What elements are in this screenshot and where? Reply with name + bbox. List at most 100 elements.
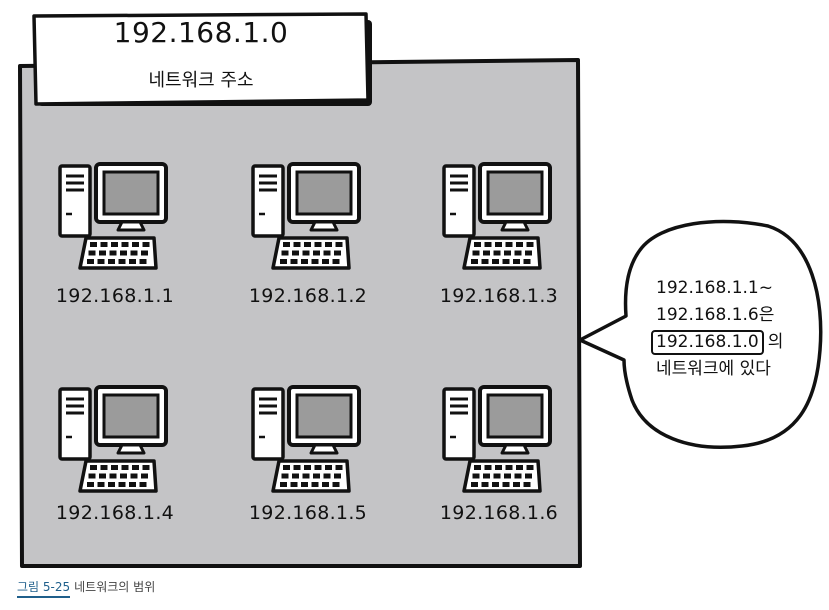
keyboard-key xyxy=(90,242,97,247)
keyboard-key xyxy=(141,250,148,256)
computer-ip-label: 192.168.1.1 xyxy=(55,285,175,307)
monitor-stand xyxy=(116,443,146,455)
keyboard-key xyxy=(281,250,289,256)
keyboard-key xyxy=(505,242,513,247)
keyboard-key xyxy=(120,250,127,256)
keyboard-key xyxy=(132,242,139,247)
keyboard-key xyxy=(323,250,331,256)
keyboard-key xyxy=(142,242,150,247)
keyboard-key xyxy=(97,259,105,264)
keyboard-key xyxy=(111,465,118,470)
keyboard-key xyxy=(516,465,523,470)
monitor-screen xyxy=(486,393,544,439)
monitor-stand xyxy=(309,443,339,455)
keyboard-key xyxy=(311,259,319,264)
bubble-line-3-suffix: 의 xyxy=(767,332,784,352)
keyboard-key xyxy=(90,465,97,470)
keyboard-key xyxy=(120,473,127,479)
keyboard-key xyxy=(335,465,343,470)
keyboard-key xyxy=(332,482,340,487)
keyboard-key xyxy=(301,259,308,264)
keyboard-key xyxy=(302,250,310,256)
computer-icon xyxy=(58,385,168,493)
keyboard-key xyxy=(334,473,341,479)
keyboard-key xyxy=(108,482,115,487)
keyboard-key xyxy=(111,242,118,247)
keyboard-key xyxy=(283,242,290,247)
keyboard-key xyxy=(314,465,322,470)
computer-icon xyxy=(442,162,552,270)
keyboard-key xyxy=(325,465,332,470)
computer-ip-label: 192.168.1.4 xyxy=(55,502,175,524)
keyboard-key xyxy=(525,473,532,479)
keyboard-key xyxy=(483,473,490,479)
keyboard-key xyxy=(525,250,532,256)
keyboard-key xyxy=(97,482,105,487)
keyboard-key xyxy=(280,259,287,264)
keyboard-key xyxy=(504,473,511,479)
keyboard-key xyxy=(471,259,478,264)
keyboard-key xyxy=(100,242,108,247)
keyboard-key xyxy=(311,482,319,487)
keyboard-key xyxy=(87,482,94,487)
keyboard-key xyxy=(495,242,502,247)
computer-ip-label: 192.168.1.6 xyxy=(439,502,559,524)
monitor-screen xyxy=(102,393,160,439)
keyboard-key xyxy=(502,482,510,487)
keyboard-key xyxy=(502,259,510,264)
keyboard-key xyxy=(139,259,147,264)
monitor-screen xyxy=(295,170,353,216)
keyboard-key xyxy=(505,465,513,470)
keyboard-key xyxy=(100,465,108,470)
keyboard-key xyxy=(492,259,499,264)
computer-icon xyxy=(58,162,168,270)
keyboard-key xyxy=(129,259,136,264)
monitor-stand xyxy=(309,220,339,232)
keyboard-key xyxy=(523,482,531,487)
keyboard-key xyxy=(293,465,301,470)
keyboard-key xyxy=(118,259,126,264)
keyboard-key xyxy=(484,465,492,470)
monitor-screen xyxy=(102,170,160,216)
keyboard-key xyxy=(526,465,534,470)
monitor-screen xyxy=(486,170,544,216)
computer-icon xyxy=(251,385,361,493)
keyboard-key xyxy=(495,465,502,470)
keyboard-key xyxy=(292,473,299,479)
keyboard-key xyxy=(504,250,511,256)
computer-ip-label: 192.168.1.3 xyxy=(439,285,559,307)
keyboard-key xyxy=(492,482,499,487)
keyboard-key xyxy=(129,482,136,487)
bubble-line-2: 192.168.1.6은 xyxy=(656,305,775,325)
keyboard-key xyxy=(322,482,329,487)
keyboard-key xyxy=(121,465,129,470)
figure-number: 그림 5-25 xyxy=(17,580,71,598)
keyboard-key xyxy=(332,259,340,264)
speech-bubble xyxy=(578,219,823,449)
keyboard-key xyxy=(514,473,522,479)
keyboard-key xyxy=(323,473,331,479)
keyboard-key xyxy=(132,465,139,470)
keyboard-key xyxy=(493,250,501,256)
keyboard-key xyxy=(130,473,138,479)
keyboard-key xyxy=(280,482,287,487)
keyboard-key xyxy=(313,473,320,479)
network-address-subtitle: 네트워크 주소 xyxy=(148,70,254,91)
keyboard-key xyxy=(283,465,290,470)
boxed-network-address: 192.168.1.0 xyxy=(651,330,764,355)
keyboard-key xyxy=(313,250,320,256)
computer-ip-label: 192.168.1.2 xyxy=(248,285,368,307)
title-box xyxy=(32,12,370,106)
keyboard-key xyxy=(302,473,310,479)
computer-icon xyxy=(442,385,552,493)
monitor-stand xyxy=(116,220,146,232)
keyboard-key xyxy=(481,259,489,264)
computers-layer xyxy=(58,162,552,493)
keyboard-key xyxy=(523,259,531,264)
keyboard-key xyxy=(88,473,96,479)
computer-icon xyxy=(251,162,361,270)
